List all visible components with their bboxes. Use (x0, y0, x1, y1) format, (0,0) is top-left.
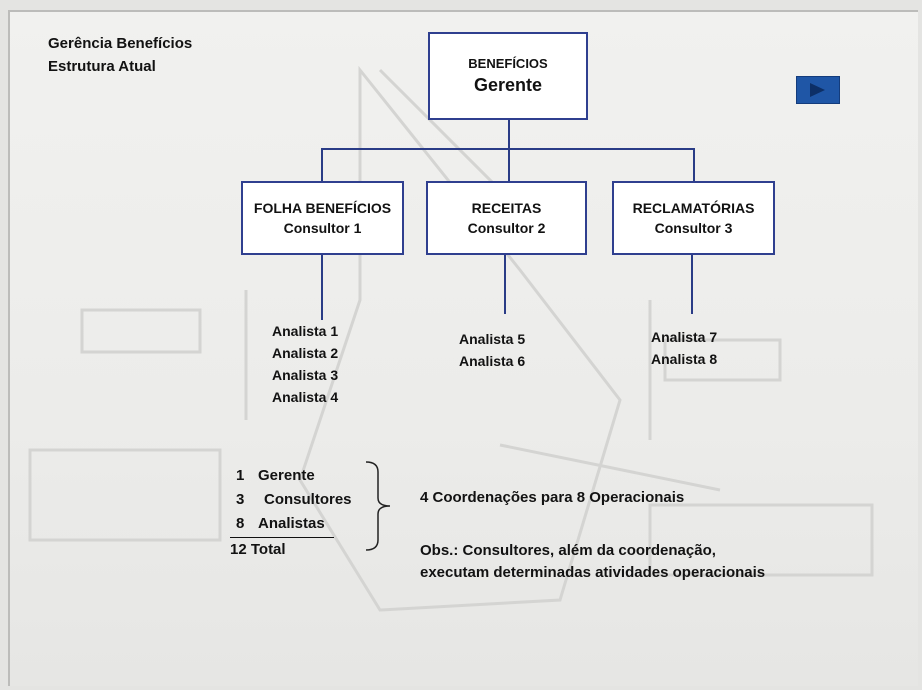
list-item: Analista 4 (272, 389, 339, 405)
next-slide-button[interactable] (796, 76, 840, 104)
org-box-role: Consultor 1 (283, 220, 362, 236)
header-title: Gerência Benefícios (48, 35, 193, 52)
connector-middle-drop (508, 148, 510, 182)
summary-brace (365, 461, 391, 551)
list-item: Analista 5 (459, 331, 526, 347)
summary-count: 3 (236, 491, 245, 508)
summary-total: 12 Total (230, 541, 286, 558)
list-item: Analista 7 (651, 329, 718, 345)
summary-row-gerente: 1 Gerente (236, 464, 315, 488)
observation-line-2: executam determinadas atividades operaci… (420, 564, 766, 581)
org-box-role: Consultor 2 (467, 220, 546, 236)
list-item: Analista 1 (272, 323, 339, 339)
list-item: Analista 3 (272, 367, 339, 383)
list-item: Analista 6 (459, 353, 526, 369)
observation-line-1: Obs.: Consultores, além da coordenação, (420, 542, 716, 559)
connector-left-analysts (321, 254, 323, 320)
play-right-icon (810, 83, 825, 97)
org-box-title: FOLHA BENEFÍCIOS (253, 200, 392, 216)
summary-label: Gerente (258, 467, 315, 484)
list-item: Analista 2 (272, 345, 339, 361)
summary-label: Analistas (258, 515, 325, 532)
list-item: Analista 8 (651, 351, 718, 367)
summary-label: Consultores (264, 491, 352, 508)
org-box-manager: BENEFÍCIOS Gerente (428, 32, 588, 120)
org-box-manager-role: Gerente (473, 75, 543, 95)
org-box-manager-title: BENEFÍCIOS (468, 56, 548, 71)
coordination-text: 4 Coordenações para 8 Operacionais (420, 489, 685, 506)
connector-top-vertical (508, 119, 510, 149)
connector-right-drop (693, 148, 695, 182)
org-box-title: RECLAMATÓRIAS (632, 200, 755, 216)
summary-count: 1 (236, 467, 245, 484)
header-subtitle: Estrutura Atual (48, 58, 156, 75)
summary-row-consultores: 3 Consultores (236, 488, 352, 512)
summary-underline (230, 537, 334, 538)
connector-middle-analysts (504, 254, 506, 314)
org-box-title: RECEITAS (471, 200, 542, 216)
connector-left-drop (321, 148, 323, 182)
summary-row-analistas: 8 Analistas (236, 512, 325, 536)
analyst-list-folha: Analista 1 Analista 2 Analista 3 Analist… (272, 320, 338, 408)
org-box-folha-beneficios: FOLHA BENEFÍCIOS Consultor 1 (241, 181, 404, 255)
analyst-list-receitas: Analista 5 Analista 6 (459, 328, 525, 372)
org-box-reclamatorias: RECLAMATÓRIAS Consultor 3 (612, 181, 775, 255)
org-box-role: Consultor 3 (654, 220, 733, 236)
org-box-receitas: RECEITAS Consultor 2 (426, 181, 587, 255)
analyst-list-reclamatorias: Analista 7 Analista 8 (651, 326, 717, 370)
connector-right-analysts (691, 254, 693, 314)
summary-count: 8 (236, 515, 245, 532)
